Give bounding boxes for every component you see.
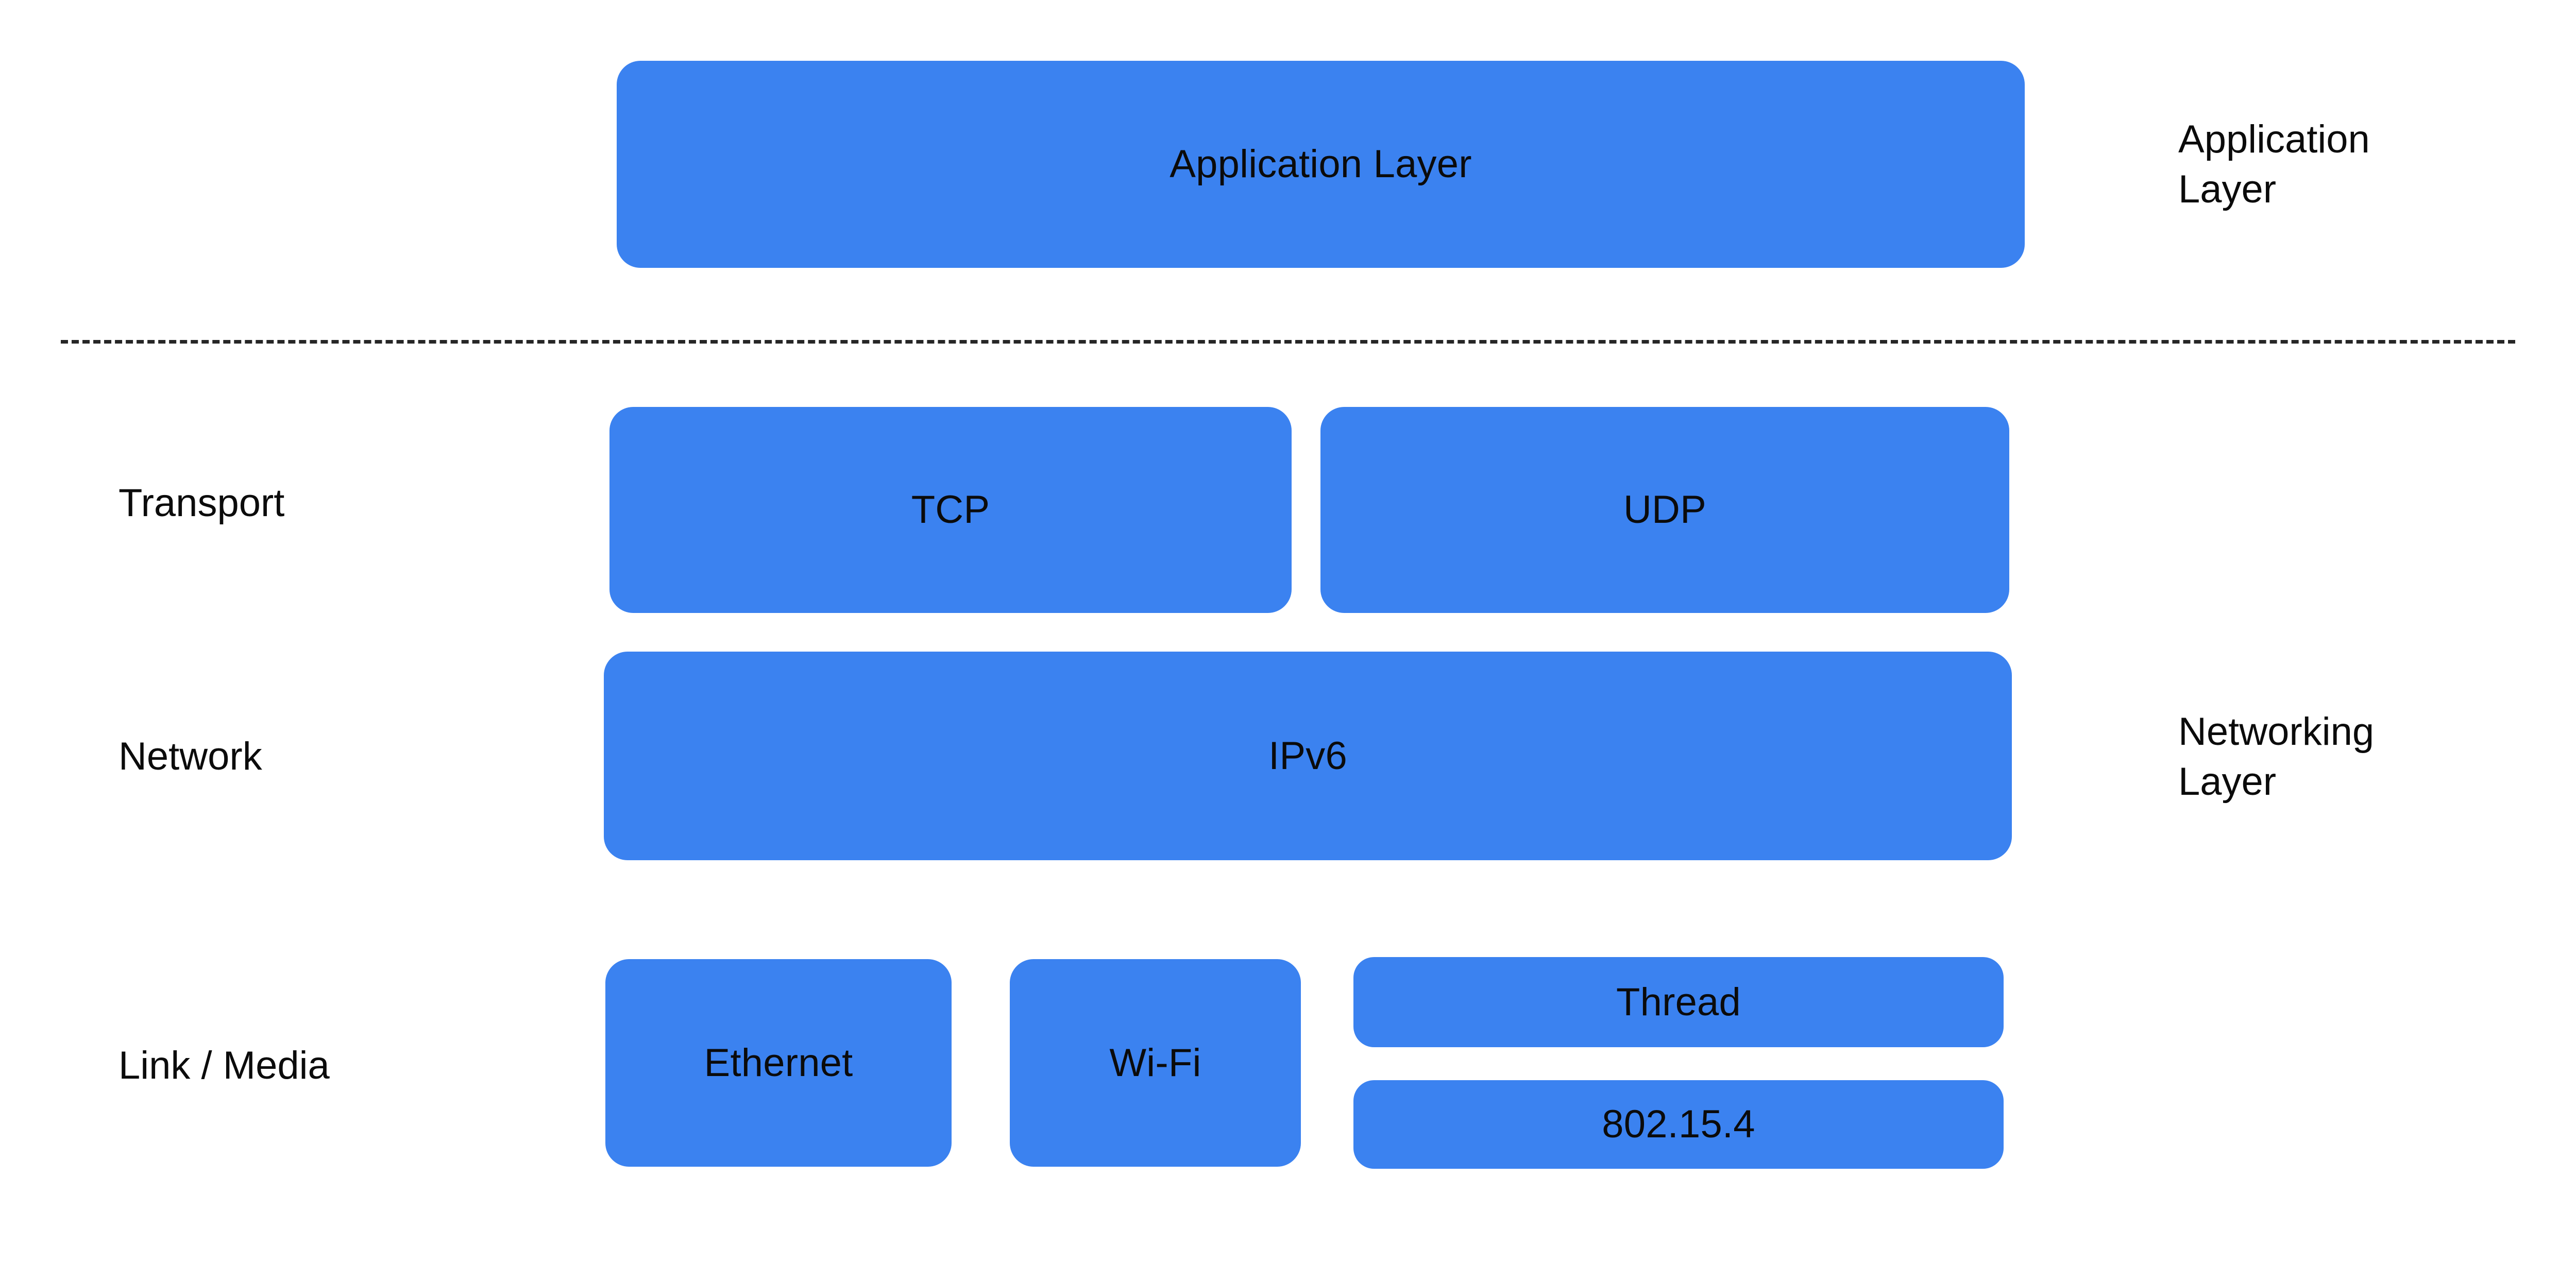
- box-thread[interactable]: Thread: [1353, 957, 2004, 1047]
- box-tcp[interactable]: TCP: [609, 407, 1292, 613]
- row-label-transport: Transport: [118, 481, 285, 525]
- box-ethernet[interactable]: Ethernet: [605, 959, 952, 1167]
- row-label-network: Network: [118, 735, 262, 778]
- box-wifi-label: Wi-Fi: [1109, 1041, 1201, 1085]
- row-label-link-media: Link / Media: [118, 1044, 330, 1087]
- box-application-layer-label: Application Layer: [1170, 142, 1472, 186]
- group-label-networking-layer: Networking Layer: [2178, 710, 2375, 804]
- box-application-layer[interactable]: Application Layer: [617, 61, 2025, 268]
- box-udp[interactable]: UDP: [1320, 407, 2009, 613]
- box-ipv6[interactable]: IPv6: [604, 652, 2012, 860]
- box-udp-label: UDP: [1623, 488, 1707, 532]
- layer-divider-dashed-line: [61, 340, 2515, 344]
- box-tcp-label: TCP: [911, 488, 990, 532]
- box-wifi[interactable]: Wi-Fi: [1010, 959, 1301, 1167]
- box-thread-label: Thread: [1616, 980, 1741, 1024]
- group-label-application-layer: Application Layer: [2178, 117, 2370, 212]
- box-ieee-802-15-4-label: 802.15.4: [1602, 1102, 1755, 1146]
- box-ethernet-label: Ethernet: [704, 1041, 853, 1085]
- box-ipv6-label: IPv6: [1268, 734, 1347, 778]
- box-ieee-802-15-4[interactable]: 802.15.4: [1353, 1080, 2004, 1169]
